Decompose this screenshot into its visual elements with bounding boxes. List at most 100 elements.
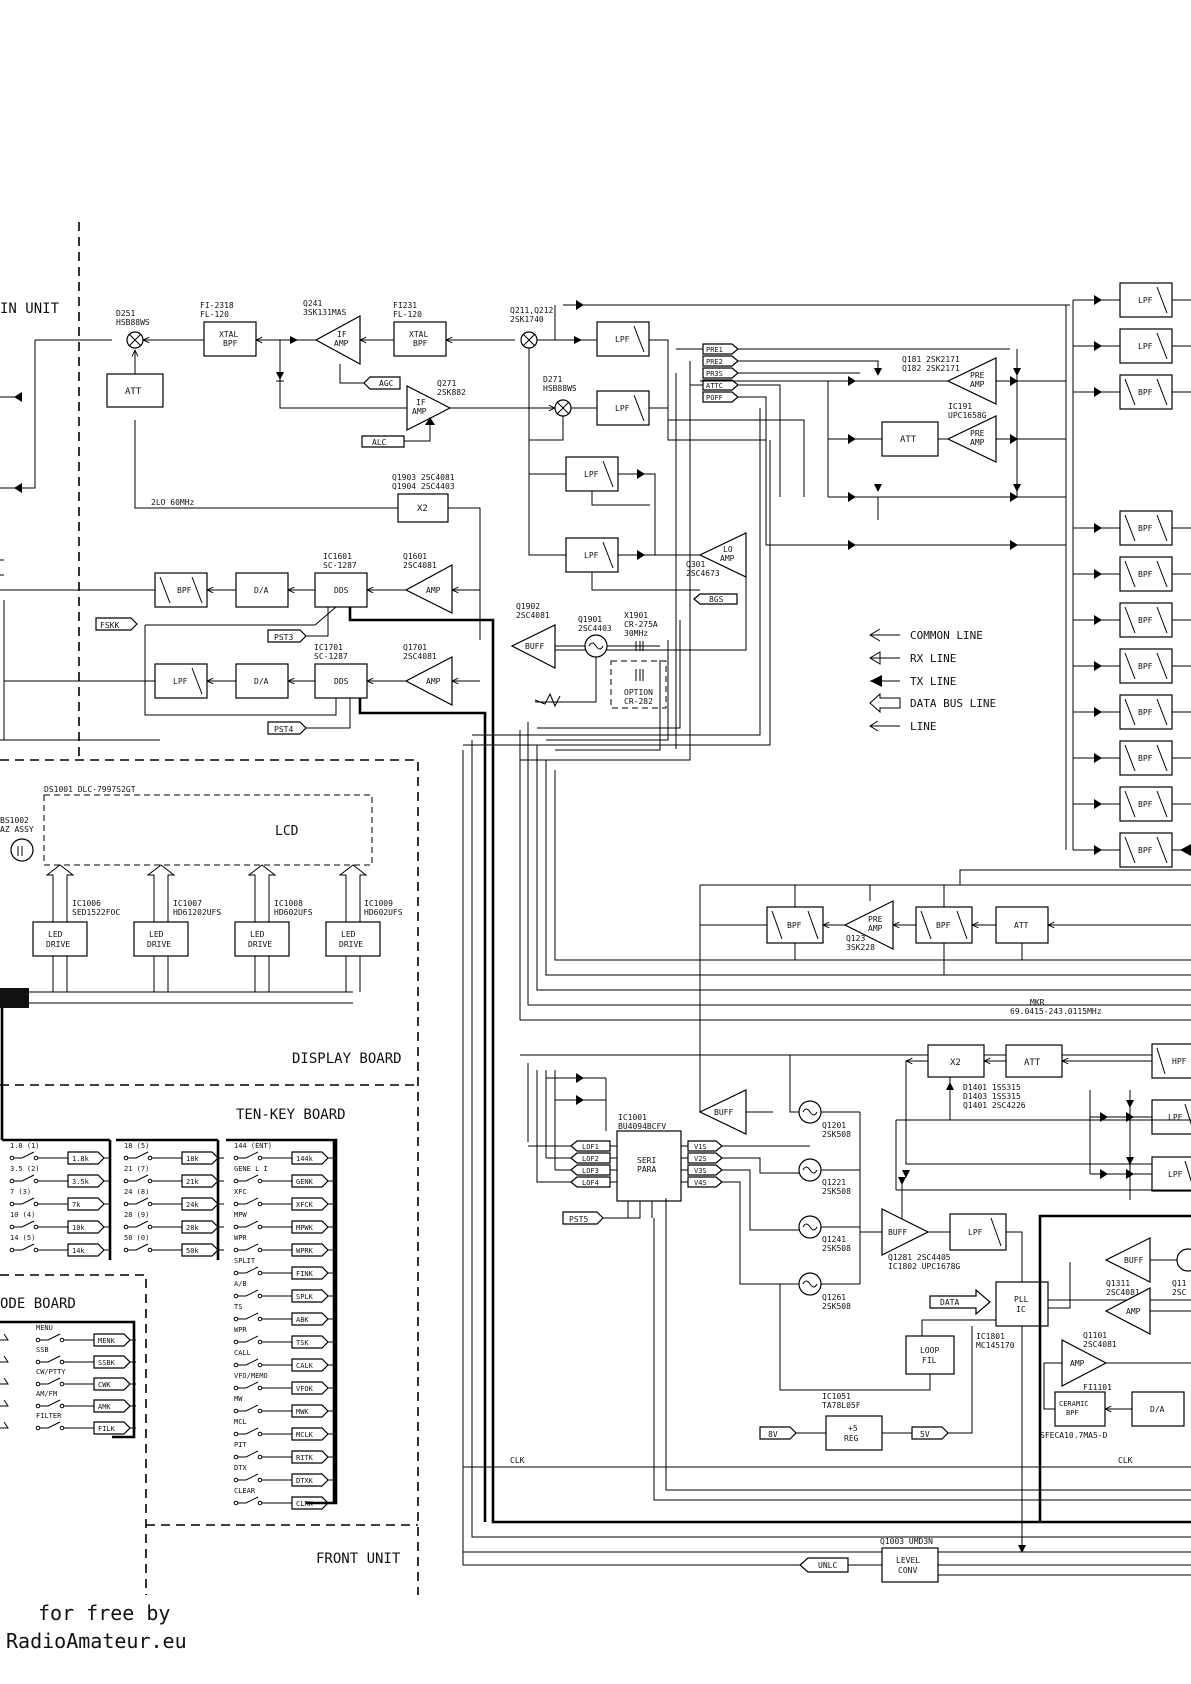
x2-b-block (927, 1044, 985, 1078)
lpf-a-block (596, 321, 650, 357)
ceramic-bpf-l2: BPF (1066, 1409, 1079, 1417)
key-signal-label: SSBK (98, 1359, 116, 1367)
lpf-dds2-label: LPF (173, 677, 188, 686)
v2s-label: V2S (694, 1155, 707, 1163)
key-signal-label: DTXK (296, 1477, 314, 1485)
pst5-label: PST5 (569, 1215, 588, 1224)
led-drive-2-l2: DRIVE (147, 940, 171, 949)
amp-1-label: AMP (426, 586, 441, 595)
lpf-r1-block (1151, 1099, 1191, 1135)
pre-amp-1-l2: AMP (970, 380, 985, 389)
fi1101-label: FI1101 (1083, 1383, 1112, 1392)
key-signal-label: 18k (186, 1155, 199, 1163)
lof-labels (570, 1140, 611, 1188)
key-label: 21 (7) (124, 1165, 149, 1173)
ic1007-part: HD61202UFS (173, 908, 221, 917)
q271-part: 2SK882 (437, 388, 466, 397)
key-label: DTX (234, 1464, 247, 1472)
ic1006-label: IC1006 (72, 899, 101, 908)
q1903-part: Q1904 2SC4403 (392, 482, 455, 491)
lpf-r1-label: LPF (1168, 1113, 1183, 1122)
pre2-label: PRE2 (706, 358, 723, 366)
q1902-label: Q1902 (516, 602, 540, 611)
x1901-part: CR-275A (624, 620, 658, 629)
data-label: DATA (940, 1298, 959, 1307)
tenkey-row-c2-2: 24 (8)24k (123, 1188, 224, 1211)
data-bus-arrow-icon (869, 692, 901, 714)
key-label: WPR (234, 1234, 247, 1242)
if-amp-2-l2: AMP (412, 407, 427, 416)
q123-part: 3SK228 (846, 943, 875, 952)
q1241-label: Q1241 (822, 1235, 846, 1244)
key-label: 18 (5) (124, 1142, 149, 1150)
d251-part: HSB88WS (116, 318, 150, 327)
board-borders (0, 222, 419, 1595)
lpf-d-block (565, 537, 619, 573)
bpf-mid-1-label: BPF (787, 921, 802, 930)
v8-label: 8V (768, 1430, 778, 1439)
pre-amp-mid-l1: PRE (868, 915, 883, 924)
bus-wires (462, 408, 1191, 1553)
led-drive-4-l1: LED (341, 930, 356, 939)
mkr-label: MKR (1030, 998, 1045, 1007)
fi1101-part: SFECA10.7MA5-D (1040, 1431, 1108, 1440)
q1902-part: 2SC4081 (516, 611, 550, 620)
bs1002-part: AZ ASSY (0, 825, 34, 834)
key-label: WPR (234, 1326, 247, 1334)
key-label: CALL (234, 1349, 251, 1357)
key-signal-label: AMK (98, 1403, 111, 1411)
tenkey-row-c1-1: 3.5 (2)3.5k (9, 1165, 110, 1188)
v4s-label: V4S (694, 1179, 707, 1187)
att-b-label: ATT (1024, 1058, 1041, 1068)
da-3-label: D/A (1150, 1405, 1165, 1414)
xtal-bpf-1-l1: XTAL (219, 330, 238, 339)
key-signal-label: 21k (186, 1178, 199, 1186)
key-signal-label: MCLK (296, 1431, 314, 1439)
bgs-label: 8GS (709, 595, 724, 604)
buff-2-label: BUFF (714, 1108, 733, 1117)
front-unit-label: FRONT UNIT (316, 1551, 401, 1567)
loop-fil-l2: FIL (922, 1356, 937, 1365)
common-line-arrow-icon (869, 628, 900, 642)
led-drive-3-l2: DRIVE (248, 940, 272, 949)
key-signal-label: XFCK (296, 1201, 314, 1209)
q241-label: Q241 (303, 299, 322, 308)
x2-b-label: X2 (950, 1058, 961, 1068)
q301-part: 2SC4673 (686, 569, 720, 578)
ceramic-bpf-l1: CERAMIC (1059, 1400, 1089, 1408)
xtal-bpf-2-l2: BPF (413, 339, 428, 348)
pre-amp-1-l1: PRE (970, 371, 985, 380)
lof3-label: LOF3 (582, 1167, 599, 1175)
dds-2-label: DDS (334, 677, 349, 686)
key-label: 14 (5) (10, 1234, 35, 1242)
q1261-part: 2SK508 (822, 1302, 851, 1311)
buff-4-label: BUFF (1124, 1256, 1143, 1265)
key-label: 7 (3) (10, 1188, 31, 1196)
agc-label: AGC (379, 379, 394, 388)
pin-diodes-pll (902, 1100, 1134, 1179)
q181-label: Q181 2SK2171 (902, 355, 960, 364)
buff-1-label: BUFF (525, 642, 544, 651)
tenkey-row-c1-0: 1.8 (1)1.8k (9, 1142, 110, 1165)
legend (869, 628, 901, 732)
q241-part: 3SK131MAS (303, 308, 347, 317)
key-signal-label: CALK (296, 1362, 314, 1370)
pst3-label: PST3 (274, 633, 293, 642)
right-filter-5: BPF (1138, 570, 1153, 579)
x1901-label: X1901 (624, 611, 648, 620)
right-filter-3: BPF (1138, 388, 1153, 397)
legend-line: LINE (910, 720, 937, 733)
key-signal-label: GENK (296, 1178, 314, 1186)
led-drive-4-l2: DRIVE (339, 940, 363, 949)
v3s-label: V3S (694, 1167, 707, 1175)
pr3s-label: PR3S (706, 370, 723, 378)
att-b-block (1005, 1044, 1063, 1078)
main-unit-label: IN UNIT (0, 301, 60, 317)
pre1-label: PRE1 (706, 346, 723, 354)
